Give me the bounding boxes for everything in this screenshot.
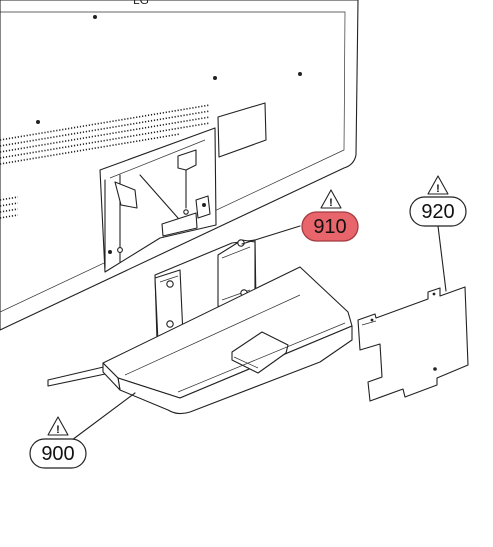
callout-920-label: 920: [421, 201, 454, 223]
svg-text:!: !: [56, 424, 60, 436]
stand-base: [47, 266, 353, 415]
warning-triangle-icon: !: [320, 189, 342, 209]
tv-back-panel: LG: [0, 0, 359, 331]
svg-text:!: !: [436, 183, 440, 195]
tv-logo: LG: [133, 0, 149, 7]
callout-920-bubble: [409, 196, 467, 227]
warning-triangle-icon: !: [427, 175, 449, 195]
warning-triangle-icon: !: [47, 416, 69, 436]
cover-plate: [357, 286, 469, 402]
callout-920[interactable]: ! 920: [409, 175, 467, 227]
callout-900-bubble: [29, 438, 87, 469]
vent-grille-upper: [0, 104, 211, 165]
callout-900-label: 900: [41, 443, 74, 465]
leader-lines: [71, 225, 447, 441]
callout-910-bubble: [301, 211, 359, 242]
svg-text:!: !: [329, 197, 333, 209]
callout-910[interactable]: ! 910: [301, 189, 359, 242]
vent-grille-lower: [0, 196, 19, 219]
callout-900[interactable]: ! 900: [29, 416, 87, 469]
callout-910-label: 910: [313, 216, 346, 238]
